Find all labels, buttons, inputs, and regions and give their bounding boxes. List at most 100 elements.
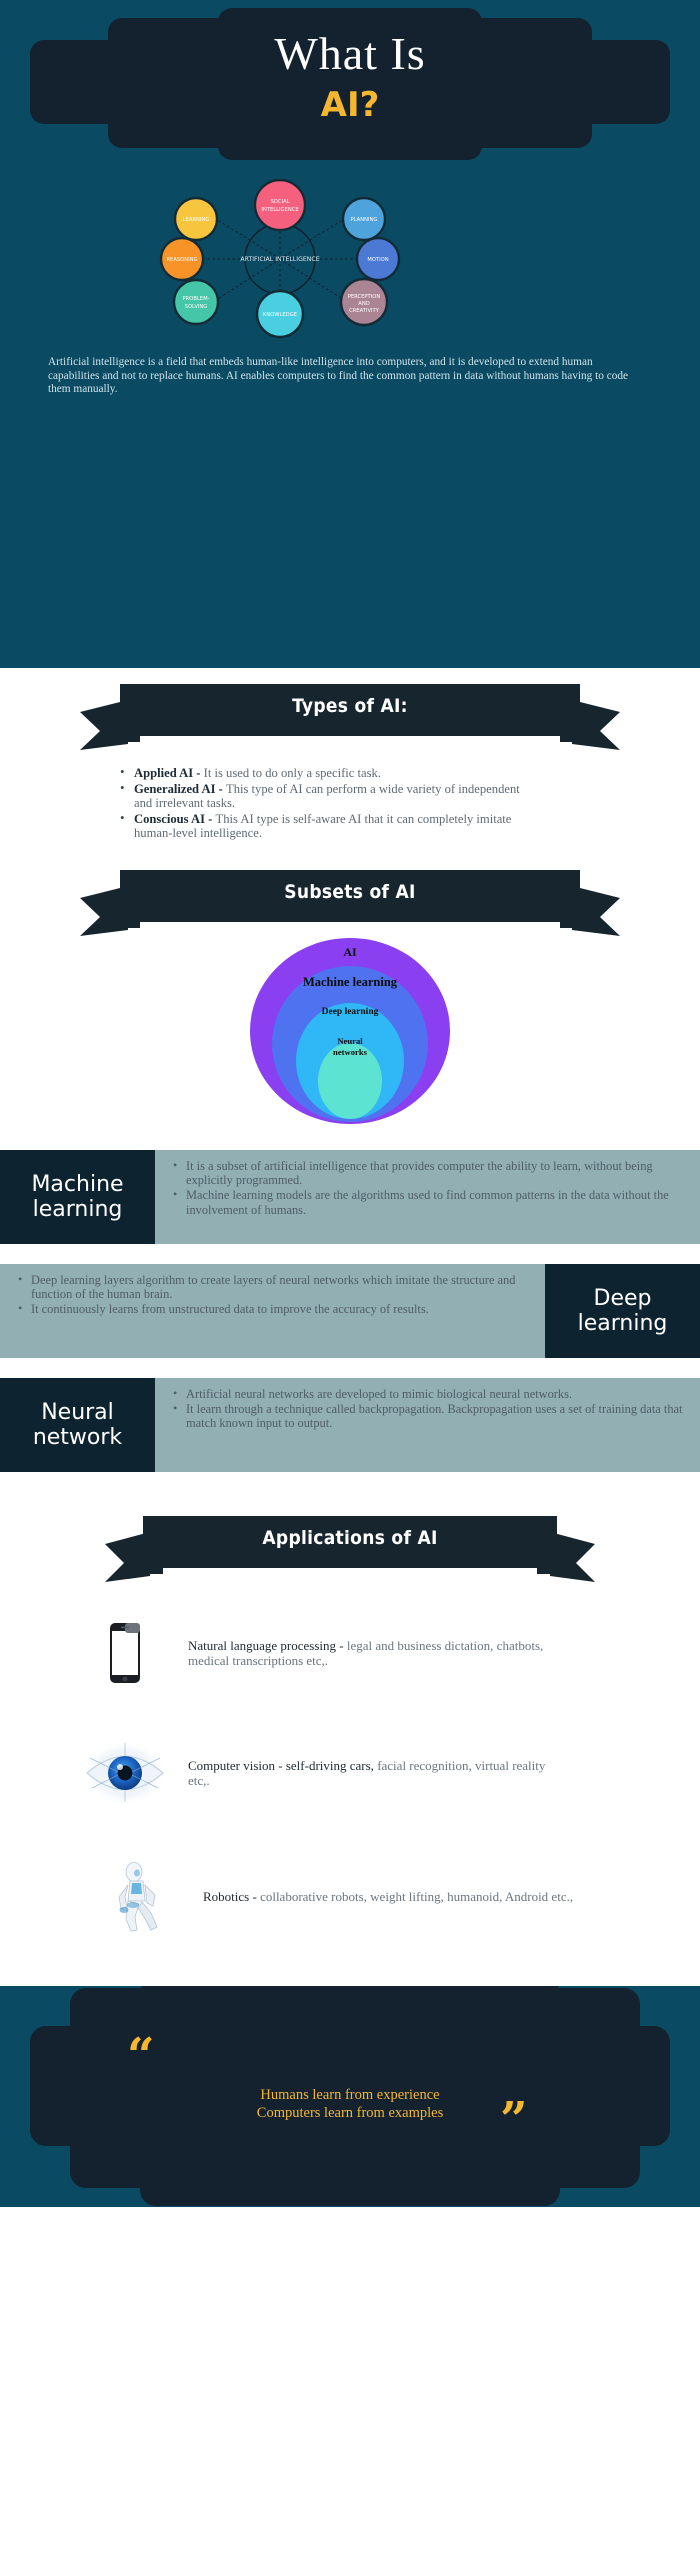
svg-text:REASONING: REASONING	[166, 257, 197, 263]
quote-line-2: Computers learn from examples	[256, 2105, 444, 2121]
svg-text:AND: AND	[358, 301, 369, 307]
svg-text:MOTION: MOTION	[367, 257, 388, 263]
subsets-banner: Subsets of AI	[0, 868, 700, 936]
spacer	[0, 1244, 700, 1264]
definition-machine-learning: Machine learning It is a subset of artif…	[0, 1150, 700, 1244]
robot-icon	[95, 1854, 185, 1940]
list-item: Applied AI - It is used to do only a spe…	[120, 765, 520, 780]
list-item: Deep learning layers algorithm to create…	[18, 1272, 531, 1301]
application-rest: collaborative robots, weight lifting, hu…	[260, 1889, 574, 1905]
intro-paragraph: Artificial intelligence is a field that …	[48, 356, 629, 396]
applications-section: Applications of AI Natural language proc…	[0, 1472, 700, 1986]
ring-label-deep-learning: Deep learning	[322, 1007, 379, 1017]
svg-text:SOCIAL: SOCIAL	[271, 199, 290, 205]
quote-close-icon: ”	[500, 2092, 528, 2148]
ribbon-shape	[0, 868, 700, 936]
ring-label-neural-networks-2: networks	[333, 1047, 368, 1057]
spacer	[0, 1582, 700, 1610]
list-item: It continuously learns from unstructured…	[18, 1301, 531, 1316]
mindmap-node-problem-solving: PROBLEM- SOLVING	[172, 278, 220, 326]
types-term: Generalized AI -	[134, 782, 226, 796]
mindmap-node-learning: LEARNING	[173, 196, 219, 242]
types-term: Applied AI -	[134, 766, 204, 780]
list-item: Artificial neural networks are developed…	[173, 1386, 686, 1401]
smartphone-icon	[80, 1610, 170, 1696]
subsets-banner-title: Subsets of AI	[284, 881, 416, 903]
types-desc: This AI type is self-aware AI that it ca…	[134, 812, 512, 840]
list-item: It is a subset of artificial intelligenc…	[173, 1158, 686, 1187]
ring-label-neural-networks-1: Neural	[337, 1036, 363, 1046]
hero-plaque	[0, 0, 700, 165]
quote-line-1: Humans learn from experience	[260, 2087, 440, 2103]
mindmap-node-reasoning: REASONING	[159, 236, 205, 282]
types-of-ai-section: Types of AI: Applied AI - It is used to …	[0, 668, 700, 840]
list-item: It learn through a technique called back…	[173, 1401, 686, 1430]
footer-quote-text: Humans learn from experience Computers l…	[0, 2086, 700, 2122]
types-desc: This type of AI can perform a wide varie…	[134, 782, 520, 810]
spacer	[0, 1136, 700, 1150]
svg-text:PLANNING: PLANNING	[351, 217, 378, 223]
svg-text:CREATIVITY: CREATIVITY	[349, 308, 380, 314]
definition-body: Artificial neural networks are developed…	[155, 1378, 700, 1472]
mindmap-node-knowledge: KNOWLEDGE	[255, 289, 305, 339]
mindmap-node-social-intelligence: SOCIAL INTELLIGENCE	[253, 178, 307, 232]
plaque-shape-c	[218, 8, 482, 160]
application-text: Computer vision - self-driving cars, fac…	[170, 1758, 570, 1789]
application-rest: legal and business dictation, chatbots, …	[188, 1637, 544, 1669]
definition-body: Deep learning layers algorithm to create…	[0, 1264, 545, 1358]
list-item: Machine learning models are the algorith…	[173, 1187, 686, 1216]
application-text: Robotics - collaborative robots, weight …	[185, 1889, 585, 1905]
ring-label-machine-learning: Machine learning	[303, 975, 398, 989]
ai-mindmap-diagram: ARTIFICIAL INTELLIGENCE LEARNING SOCIAL …	[130, 172, 430, 347]
application-item-robotics: Robotics - collaborative robots, weight …	[0, 1854, 700, 1940]
mindmap-node-motion: MOTION	[355, 236, 401, 282]
types-banner: Types of AI:	[0, 682, 700, 750]
list-item: Conscious AI - This AI type is self-awar…	[120, 811, 520, 840]
subsets-of-ai-section: Subsets of AI AI Machine learning Deep l…	[0, 842, 700, 1136]
application-item-computer-vision: Computer vision - self-driving cars, fac…	[0, 1730, 700, 1816]
eye-icon	[80, 1730, 170, 1816]
application-lead: Natural language processing -	[188, 1637, 347, 1653]
ribbon-shape	[0, 682, 700, 750]
application-item-nlp: Natural language processing - legal and …	[0, 1610, 700, 1696]
definition-label: Neural network	[0, 1378, 155, 1472]
svg-text:PERCEPTION: PERCEPTION	[348, 294, 381, 300]
definition-label: Deep learning	[545, 1264, 700, 1358]
mindmap-node-perception-and-creativity: PERCEPTION AND CREATIVITY	[339, 277, 389, 327]
list-item: Generalized AI - This type of AI can per…	[120, 781, 520, 810]
svg-text:PROBLEM-: PROBLEM-	[183, 296, 210, 302]
application-rest: facial recognition, virtual reality etc,…	[188, 1757, 546, 1789]
subsets-venn-diagram: AI Machine learning Deep learning Neural…	[0, 936, 700, 1136]
mindmap-node-planning: PLANNING	[341, 196, 387, 242]
quote-open-icon: “	[127, 2028, 155, 2084]
spacer	[0, 1816, 700, 1854]
spacer	[0, 1358, 700, 1378]
ring-label-ai: AI	[343, 945, 357, 959]
mindmap-center-label: ARTIFICIAL INTELLIGENCE	[240, 256, 319, 263]
definition-deep-learning: Deep learning layers algorithm to create…	[0, 1264, 700, 1358]
definition-label: Machine learning	[0, 1150, 155, 1244]
hero-section: What Is AI? ARTIFICIAL INTELLIGENCE LEAR…	[0, 0, 700, 668]
types-of-ai-list: Applied AI - It is used to do only a spe…	[0, 765, 700, 840]
spacer	[0, 1940, 700, 1986]
ribbon-shape	[0, 1514, 700, 1582]
applications-banner: Applications of AI	[0, 1514, 700, 1582]
spacer	[0, 1696, 700, 1730]
application-text: Natural language processing - legal and …	[170, 1638, 570, 1669]
applications-banner-title: Applications of AI	[262, 1527, 438, 1549]
svg-text:LEARNING: LEARNING	[183, 217, 210, 223]
svg-text:SOLVING: SOLVING	[185, 304, 208, 310]
application-lead: Computer vision - self-driving cars,	[188, 1757, 378, 1773]
page-title: What Is	[274, 28, 426, 79]
footer-plaque-c	[30, 2026, 670, 2146]
definition-neural-network: Neural network Artificial neural network…	[0, 1378, 700, 1472]
definition-body: It is a subset of artificial intelligenc…	[155, 1150, 700, 1244]
types-term: Conscious AI -	[134, 812, 216, 826]
footer-quote-section: “ ” Humans learn from experience Compute…	[0, 1986, 700, 2207]
types-desc: It is used to do only a specific task.	[203, 766, 381, 780]
svg-text:INTELLIGENCE: INTELLIGENCE	[261, 207, 298, 213]
svg-text:KNOWLEDGE: KNOWLEDGE	[263, 312, 297, 318]
application-lead: Robotics -	[203, 1889, 261, 1905]
types-banner-title: Types of AI:	[292, 695, 408, 717]
page-subtitle: AI?	[320, 85, 380, 125]
